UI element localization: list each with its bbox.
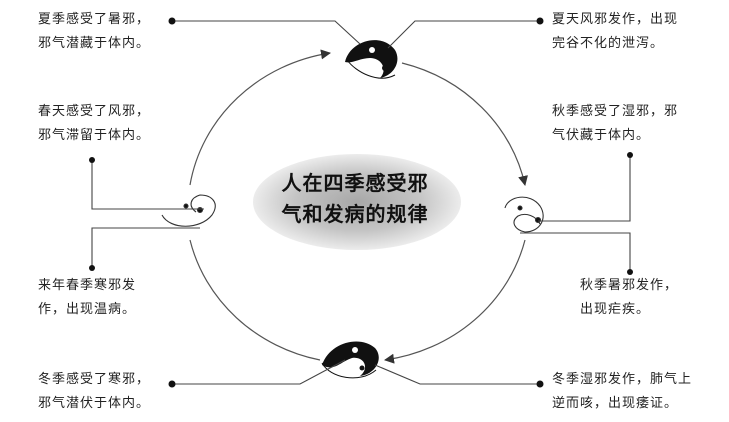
leader-winter-receive — [172, 359, 346, 385]
note-spring-receive: 春天感受了风邪， 邪气滞留于体内。 — [38, 104, 151, 143]
leader-summer-onset — [387, 20, 540, 49]
leader-spring-onset — [91, 227, 200, 268]
leader-winter-onset — [374, 364, 540, 385]
note-summer-receive: 夏季感受了暑邪， 邪气潜藏于体内。 — [38, 12, 151, 51]
right-taiji-icon — [504, 196, 544, 233]
leader-autumn-onset — [520, 232, 631, 272]
arc-top-right — [401, 62, 528, 186]
note-autumn-receive: 秋季感受了湿邪，邪 气伏藏于体内。 — [552, 104, 679, 143]
leader-dots — [89, 17, 633, 388]
leader-lines — [91, 20, 631, 385]
cycle-arcs — [189, 49, 528, 364]
note-spring-onset: 来年春季寒邪发 作，出现温病。 — [38, 278, 137, 317]
top-taiji-icon — [345, 40, 398, 79]
arc-bottom-left — [189, 239, 321, 361]
note-winter-onset: 冬季湿邪发作，肺气上 逆而咳，出现痿证。 — [552, 372, 693, 411]
left-taiji-icon — [161, 194, 216, 227]
center-title: 人在四季感受邪 气和发病的规律 — [281, 171, 429, 226]
leader-spring-receive — [91, 160, 204, 210]
center-ellipse — [253, 154, 461, 250]
note-autumn-onset: 秋季暑邪发作， 出现疟疾。 — [580, 278, 679, 317]
leader-autumn-receive — [538, 155, 631, 222]
arc-top-left — [189, 49, 331, 186]
arc-bottom-right — [384, 239, 526, 364]
leader-summer-receive — [172, 20, 361, 45]
note-summer-onset: 夏天风邪发作，出现 完谷不化的泄泻。 — [552, 12, 679, 51]
bottom-taiji-icon — [321, 341, 379, 379]
note-winter-receive: 冬季感受了寒邪， 邪气潜伏于体内。 — [38, 372, 151, 411]
